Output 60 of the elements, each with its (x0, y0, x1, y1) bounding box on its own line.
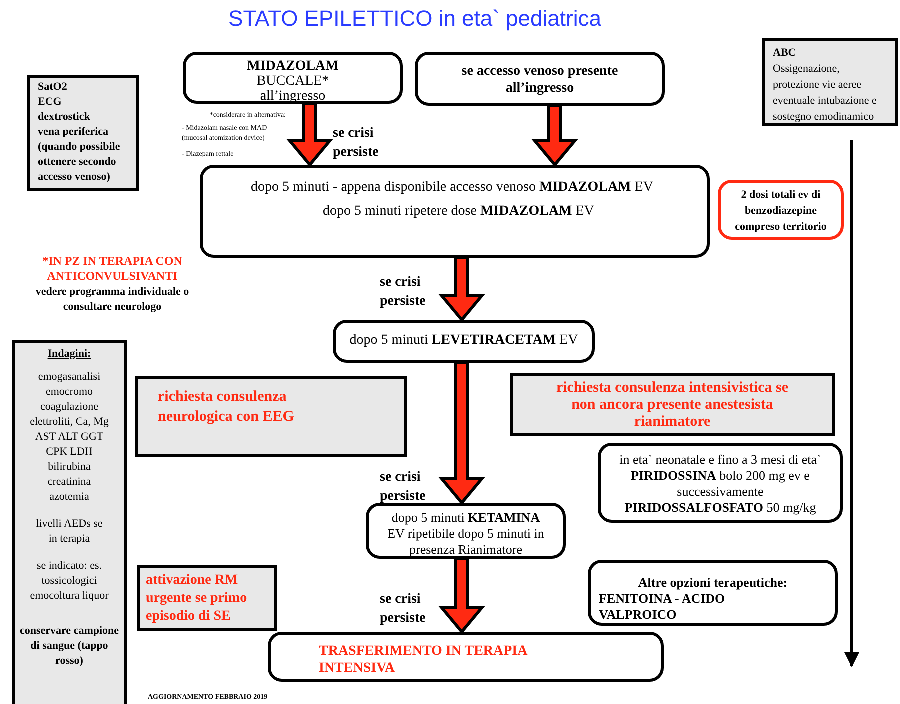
block-arrow (438, 256, 486, 322)
node-text: conservare campione di sangue (tappo rosso) (18, 624, 120, 669)
node-text: FENITOINA - ACIDO VALPROICO (599, 591, 726, 623)
node-text: SatO2 (38, 80, 68, 95)
node-text: all’ingresso (259, 89, 327, 104)
block-arrow (532, 104, 578, 168)
node-text: CPK LDH (45, 445, 94, 460)
node-text: richiesta consulenza neurologica con EEG (158, 388, 296, 427)
block-arrow (286, 102, 334, 168)
process-box (200, 165, 710, 258)
node-text: livelli AEDs se in terapia (35, 517, 104, 547)
node-text: dopo 5 minuti LEVETIRACETAM EV (348, 333, 580, 349)
node-text: ECG (38, 95, 63, 110)
process-box (415, 52, 665, 106)
node-text: coagulazione (39, 400, 100, 415)
investigations-box (12, 340, 127, 704)
consult-box (510, 373, 835, 436)
node-text: Indagini: (46, 347, 92, 362)
node-text: azotemia (48, 490, 90, 505)
note: vedere programma individuale o consultare neurologo (34, 285, 190, 315)
title: STATO EPILETTICO in eta` pediatrica (228, 5, 602, 33)
therapy-box (588, 560, 838, 626)
node-text: MIDAZOLAM (246, 59, 340, 74)
block-arrow (438, 558, 486, 634)
process-box (333, 320, 595, 363)
node-text: se indicato: es. tossicologici emocoltura liquor (29, 559, 110, 604)
process-box (183, 52, 403, 104)
warning-box (718, 180, 844, 240)
node-text: emocromo (44, 385, 94, 400)
alert-box (137, 565, 277, 631)
node-text: dopo 5 minuti KETAMINA EV ripetibile dopo 5 minuti in presenza Rianimatore (386, 510, 546, 558)
node-text: vena periferica (38, 125, 110, 140)
node-text: TRASFERIMENTO IN TERAPIA INTENSIVA (319, 643, 528, 677)
arrow (844, 140, 860, 668)
block-arrow (438, 362, 486, 506)
node-text: 2 dosi totali ev di benzodiazepine compreso territorio (734, 188, 828, 235)
node-text: bilirubina (47, 460, 92, 475)
node-text: se accesso venoso presente all’ingresso (460, 63, 620, 97)
node-text: dopo 5 minuti - appena disponibile accesso venoso MIDAZOLAM EV (250, 180, 654, 196)
destination-box (268, 632, 664, 682)
warning-note: *IN PZ IN TERAPIA CON ANTICONVULSIVANTI (42, 254, 184, 284)
monitoring-box (27, 75, 139, 191)
node-text: attivazione RM urgente se primo episodio di SE (146, 572, 248, 626)
node-text: AST ALT GGT (34, 430, 105, 445)
node-text: dopo 5 minuti ripetere dose MIDAZOLAM EV (322, 204, 596, 220)
note-box (762, 38, 898, 126)
node-text: dextrostick (38, 110, 92, 125)
node-text: emogasanalisi (37, 370, 102, 385)
consult-box (135, 376, 407, 457)
node-text: Altre opzioni terapeutiche: (637, 575, 789, 591)
node-text: ABC (773, 46, 798, 61)
node-text: creatinina (46, 475, 92, 490)
node-text: Ossigenazione, protezione vie aeree eventuale intubazione e sostegno emodinamico (773, 62, 878, 125)
node-text: (quando possibile ottenere secondo accesso venoso) (38, 140, 122, 185)
node-text: in eta` neonatale e fino a 3 mesi di eta` PIRIDOSSINA bolo 200 mg ev e successivamente PIRIDOSSALFOSFATO 50 mg/kg (618, 452, 822, 516)
node-text: elettroliti, Ca, Mg (29, 415, 110, 430)
node-text: BUCCALE* (256, 74, 330, 89)
process-box (366, 503, 566, 559)
node-text: richiesta consulenza intensivistica se non ancora presente anestesista rianimatore (555, 380, 790, 431)
therapy-box (598, 443, 843, 523)
